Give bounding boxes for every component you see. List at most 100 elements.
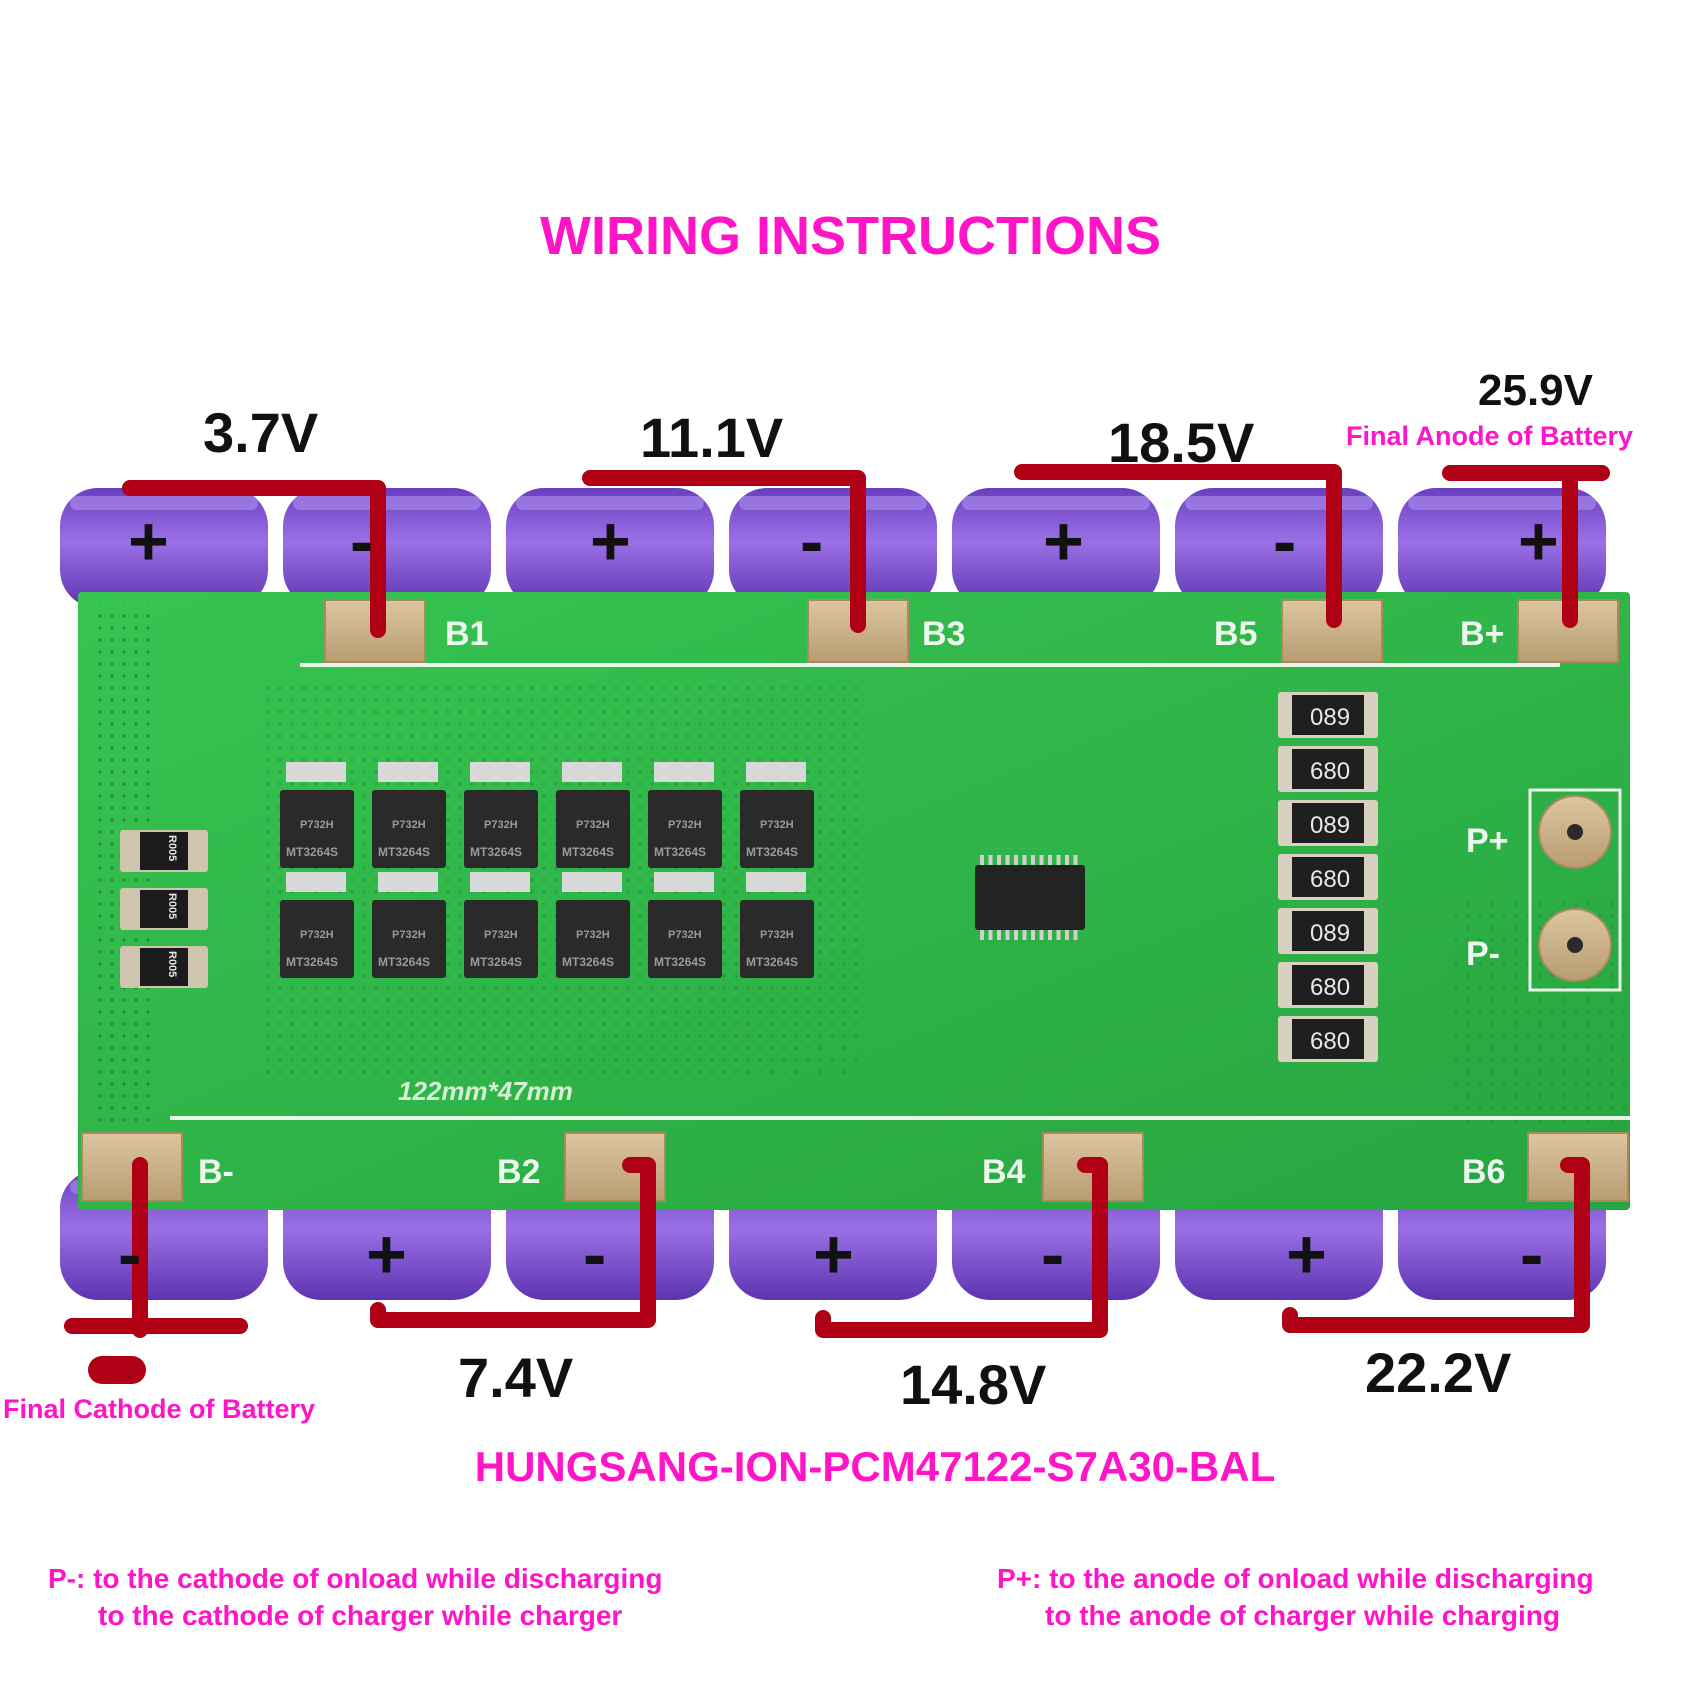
voltage-label-7v4: 7.4V <box>458 1346 574 1409</box>
board-size-silkscreen: 122mm*47mm <box>398 1076 573 1106</box>
polarity-bottom-6: + <box>1286 1215 1327 1293</box>
resistor-value: 089 <box>1310 920 1350 947</box>
cathode-lead-end <box>88 1356 146 1384</box>
ic-pin <box>1073 930 1078 940</box>
battery-cell-top-3 <box>506 488 714 608</box>
ic-pin <box>1031 930 1035 940</box>
battery-cell-top-7 <box>1398 488 1606 608</box>
polarity-top-3: + <box>590 502 631 580</box>
mosfet-tab <box>746 762 806 782</box>
mosfet-label: P732H <box>576 929 610 941</box>
page-title: WIRING INSTRUCTIONS <box>540 206 1161 266</box>
ic-pin <box>1048 855 1052 865</box>
shunt-core <box>140 948 188 986</box>
cell-highlight <box>70 496 258 510</box>
polarity-bottom-3: - <box>583 1215 606 1293</box>
ic-pin <box>988 930 993 940</box>
polarity-top-4: - <box>800 502 823 580</box>
polarity-top-5: + <box>1043 502 1084 580</box>
resistor-value: 680 <box>1310 1028 1350 1055</box>
shunt-label: R005 <box>166 951 178 977</box>
p-minus-instructions: P-: to the cathode of onload while disch… <box>48 1560 662 1634</box>
battery-cell-top-5 <box>952 488 1160 608</box>
resistor-core <box>1292 911 1364 951</box>
cell-highlight <box>1408 496 1596 510</box>
pad-label: B+ <box>1460 615 1504 653</box>
mosfet-tab <box>378 762 438 782</box>
resistor-core <box>1292 695 1364 735</box>
mosfet-label: MT3264S <box>470 845 522 859</box>
voltage-label-25v9: 25.9V <box>1478 366 1593 415</box>
mosfet-body <box>648 900 722 978</box>
pad-hole <box>1567 937 1583 953</box>
mosfet-label: MT3264S <box>746 955 798 969</box>
shunt-label: R005 <box>166 893 178 919</box>
pad-label: B4 <box>982 1153 1026 1191</box>
ic-pin <box>980 855 984 865</box>
p-minus-line-2: to the cathode of charger while charger <box>98 1600 623 1631</box>
ic-pin <box>997 855 1001 865</box>
ic-pin <box>1022 855 1027 865</box>
ic-pin <box>1031 855 1035 865</box>
ic-pin <box>1005 930 1010 940</box>
cell-highlight <box>962 496 1150 510</box>
mosfet-tab <box>654 762 714 782</box>
resistor-value: 089 <box>1310 812 1350 839</box>
resistor-value: 680 <box>1310 758 1350 785</box>
ic-pin <box>1005 855 1010 865</box>
mosfet-body <box>648 790 722 868</box>
shunt-label: R005 <box>166 835 178 861</box>
mosfet-body <box>464 900 538 978</box>
mosfet-label: P732H <box>668 819 702 831</box>
battery-cell-top-2 <box>283 488 491 608</box>
resistor-core <box>1292 1019 1364 1059</box>
mosfet-label: MT3264S <box>654 955 706 969</box>
resistor-value: 680 <box>1310 974 1350 1001</box>
polarity-bottom-2: + <box>366 1215 407 1293</box>
mosfet-body <box>740 790 814 868</box>
pad-label: B- <box>198 1153 234 1191</box>
ic-pin <box>1014 930 1018 940</box>
mosfet-body <box>464 790 538 868</box>
mosfet-label: MT3264S <box>470 955 522 969</box>
mosfet-label: P732H <box>300 929 334 941</box>
final-cathode-note: Final Cathode of Battery <box>3 1394 316 1424</box>
polarity-bottom-1: - <box>118 1215 141 1293</box>
resistor-core <box>1292 749 1364 789</box>
pad-label: B5 <box>1214 615 1257 653</box>
mosfet-label: P732H <box>300 819 334 831</box>
mosfet-body <box>556 900 630 978</box>
polarity-top-2: - <box>350 502 373 580</box>
resistor-core <box>1292 803 1364 843</box>
ic-pin <box>1065 855 1069 865</box>
wire-10 <box>1282 1157 1590 1333</box>
cell-highlight <box>516 496 704 510</box>
wire-3 <box>1014 464 1342 628</box>
mosfet-label: MT3264S <box>746 845 798 859</box>
mosfet-tab <box>562 762 622 782</box>
ic-pin <box>1073 855 1078 865</box>
mosfet-body <box>372 900 446 978</box>
mosfet-tab <box>470 872 530 892</box>
wire-layer <box>64 464 1610 1384</box>
polarity-top-7: + <box>1518 502 1559 580</box>
mosfet-label: P732H <box>392 929 426 941</box>
ic-pin <box>1048 930 1052 940</box>
mosfet-tab <box>286 762 346 782</box>
resistor-value: 680 <box>1310 866 1350 893</box>
cell-highlight <box>293 496 481 510</box>
mosfet-tab <box>470 762 530 782</box>
voltage-label-18v5: 18.5V <box>1108 411 1255 474</box>
battery-cell-top-1 <box>60 488 268 608</box>
p-plus-line-1: P+: to the anode of onload while dischar… <box>997 1563 1594 1594</box>
ic-pin <box>997 930 1001 940</box>
mosfet-label: MT3264S <box>378 955 430 969</box>
final-anode-note: Final Anode of Battery <box>1346 421 1634 451</box>
mosfet-body <box>280 900 354 978</box>
mosfet-label: MT3264S <box>286 845 338 859</box>
pad-label: B6 <box>1462 1153 1505 1191</box>
shunt-core <box>140 890 188 928</box>
ic-pin <box>1056 855 1061 865</box>
mosfet-body <box>556 790 630 868</box>
